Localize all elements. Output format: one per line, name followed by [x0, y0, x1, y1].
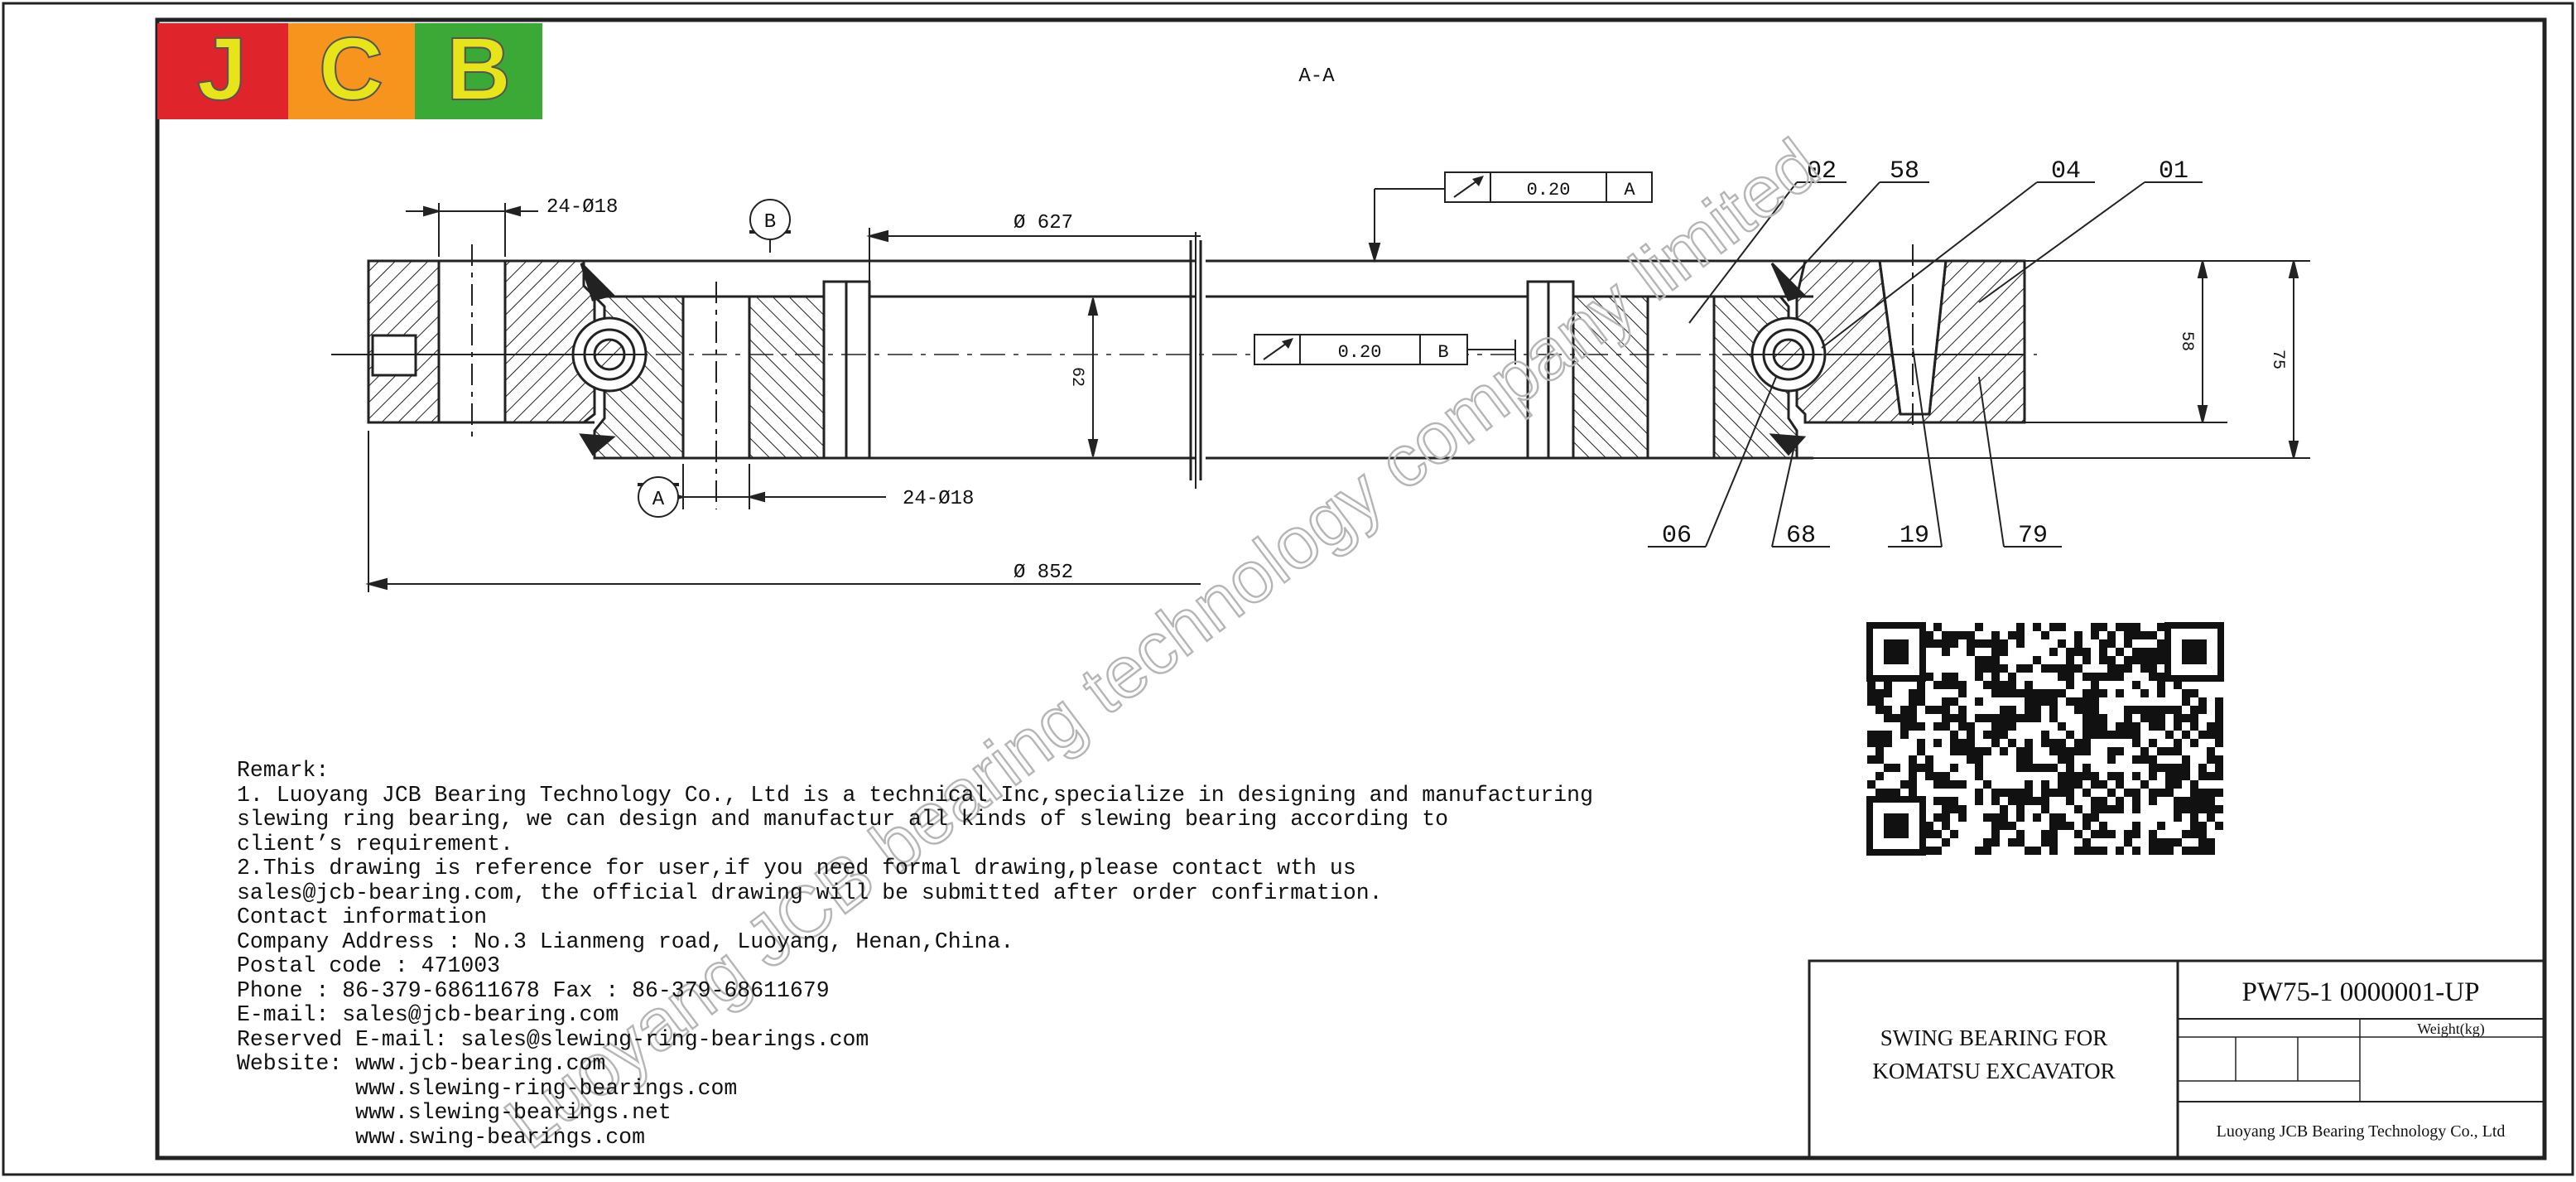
remark-line: Phone : 86-379-68611678 Fax : 86-379-686…: [237, 977, 830, 1003]
dim-height-58: 58: [2177, 331, 2196, 351]
datum-b-label: B: [764, 211, 776, 234]
logo-block-j: [157, 23, 288, 119]
remark-line: Contact information: [237, 905, 488, 929]
part-68: 68: [1786, 522, 1816, 550]
remark-line: slewing ring bearing, we can design and …: [237, 807, 1449, 832]
jcb-logo: J C B: [157, 17, 542, 119]
dim-holes-top: 24-Ø18: [546, 196, 618, 219]
remark-line: www.slewing-ring-bearings.com: [237, 1075, 738, 1101]
dim-holes-bottom: 24-Ø18: [903, 488, 974, 510]
remarks-block: Remark:1. Luoyang JCB Bearing Technology…: [237, 758, 1810, 1150]
dimension-lines: [365, 188, 2310, 592]
datum-a-label: A: [652, 489, 665, 511]
title-block: [1808, 959, 2546, 1160]
remark-line: 2.This drawing is reference for user,if …: [237, 856, 1356, 880]
remark-line: E-mail: sales@jcb-bearing.com: [237, 1002, 619, 1027]
part-01: 01: [2159, 157, 2188, 186]
logo-letter-c: C: [319, 18, 383, 118]
logo-block-b: [415, 23, 542, 119]
logo-letter-j: J: [197, 18, 247, 118]
remark-line: Postal code : 471003: [237, 953, 501, 978]
part-06: 06: [1662, 522, 1692, 550]
title-description-line1: SWING BEARING FOR: [1880, 1025, 2108, 1050]
datum-a-marker: A: [638, 476, 679, 518]
qr-code: [1863, 621, 2227, 857]
part-callouts: [1648, 181, 2203, 548]
title-part-number: PW75-1 0000001-UP: [2242, 977, 2480, 1007]
dim-height-75: 75: [2268, 350, 2287, 369]
remark-line: sales@jcb-bearing.com, the official draw…: [237, 880, 1383, 905]
tolerance-frame-b: 0.20 B: [1254, 334, 1468, 365]
remark-line: www.swing-bearings.com: [237, 1124, 645, 1150]
logo-letter-b: B: [446, 18, 511, 118]
logo-block-c: [288, 23, 415, 119]
remark-line: Remark:: [237, 758, 330, 783]
title-company: Luoyang JCB Bearing Technology Co., Ltd: [2217, 1122, 2506, 1141]
datum-b-marker: B: [749, 199, 791, 253]
tolerance-b-value: 0.20: [1338, 342, 1382, 363]
remark-line: client’s requirement.: [237, 831, 513, 856]
bearing-section: [331, 232, 2037, 509]
part-58: 58: [1890, 157, 1919, 186]
dim-diameter-852: Ø 852: [1014, 562, 1073, 584]
tolerance-frame-a: 0.20 A: [1444, 171, 1653, 203]
remark-line: Website: www.jcb-bearing.com: [237, 1051, 606, 1076]
part-04: 04: [2051, 157, 2081, 186]
remark-line: 1. Luoyang JCB Bearing Technology Co., L…: [237, 782, 1593, 808]
tolerance-a-datum: A: [1624, 180, 1635, 200]
dim-height-62: 62: [1067, 367, 1086, 387]
part-02: 02: [1807, 157, 1837, 186]
inner-border: [155, 17, 2547, 1160]
tolerance-b-datum: B: [1437, 342, 1448, 363]
remark-line: www.slewing-bearings.net: [237, 1100, 672, 1125]
section-label: A-A: [1298, 65, 1335, 88]
dim-diameter-627: Ø 627: [1014, 212, 1073, 234]
part-19: 19: [1899, 522, 1929, 550]
title-description-line2: KOMATSU EXCAVATOR: [1872, 1059, 2115, 1083]
remark-line: Reserved E-mail: sales@slewing-ring-bear…: [237, 1026, 869, 1052]
remark-line: Company Address : No.3 Lianmeng road, Lu…: [237, 929, 1014, 954]
title-weight-label: Weight(kg): [2417, 1020, 2485, 1038]
tolerance-a-value: 0.20: [1527, 180, 1571, 200]
part-79: 79: [2018, 522, 2048, 550]
